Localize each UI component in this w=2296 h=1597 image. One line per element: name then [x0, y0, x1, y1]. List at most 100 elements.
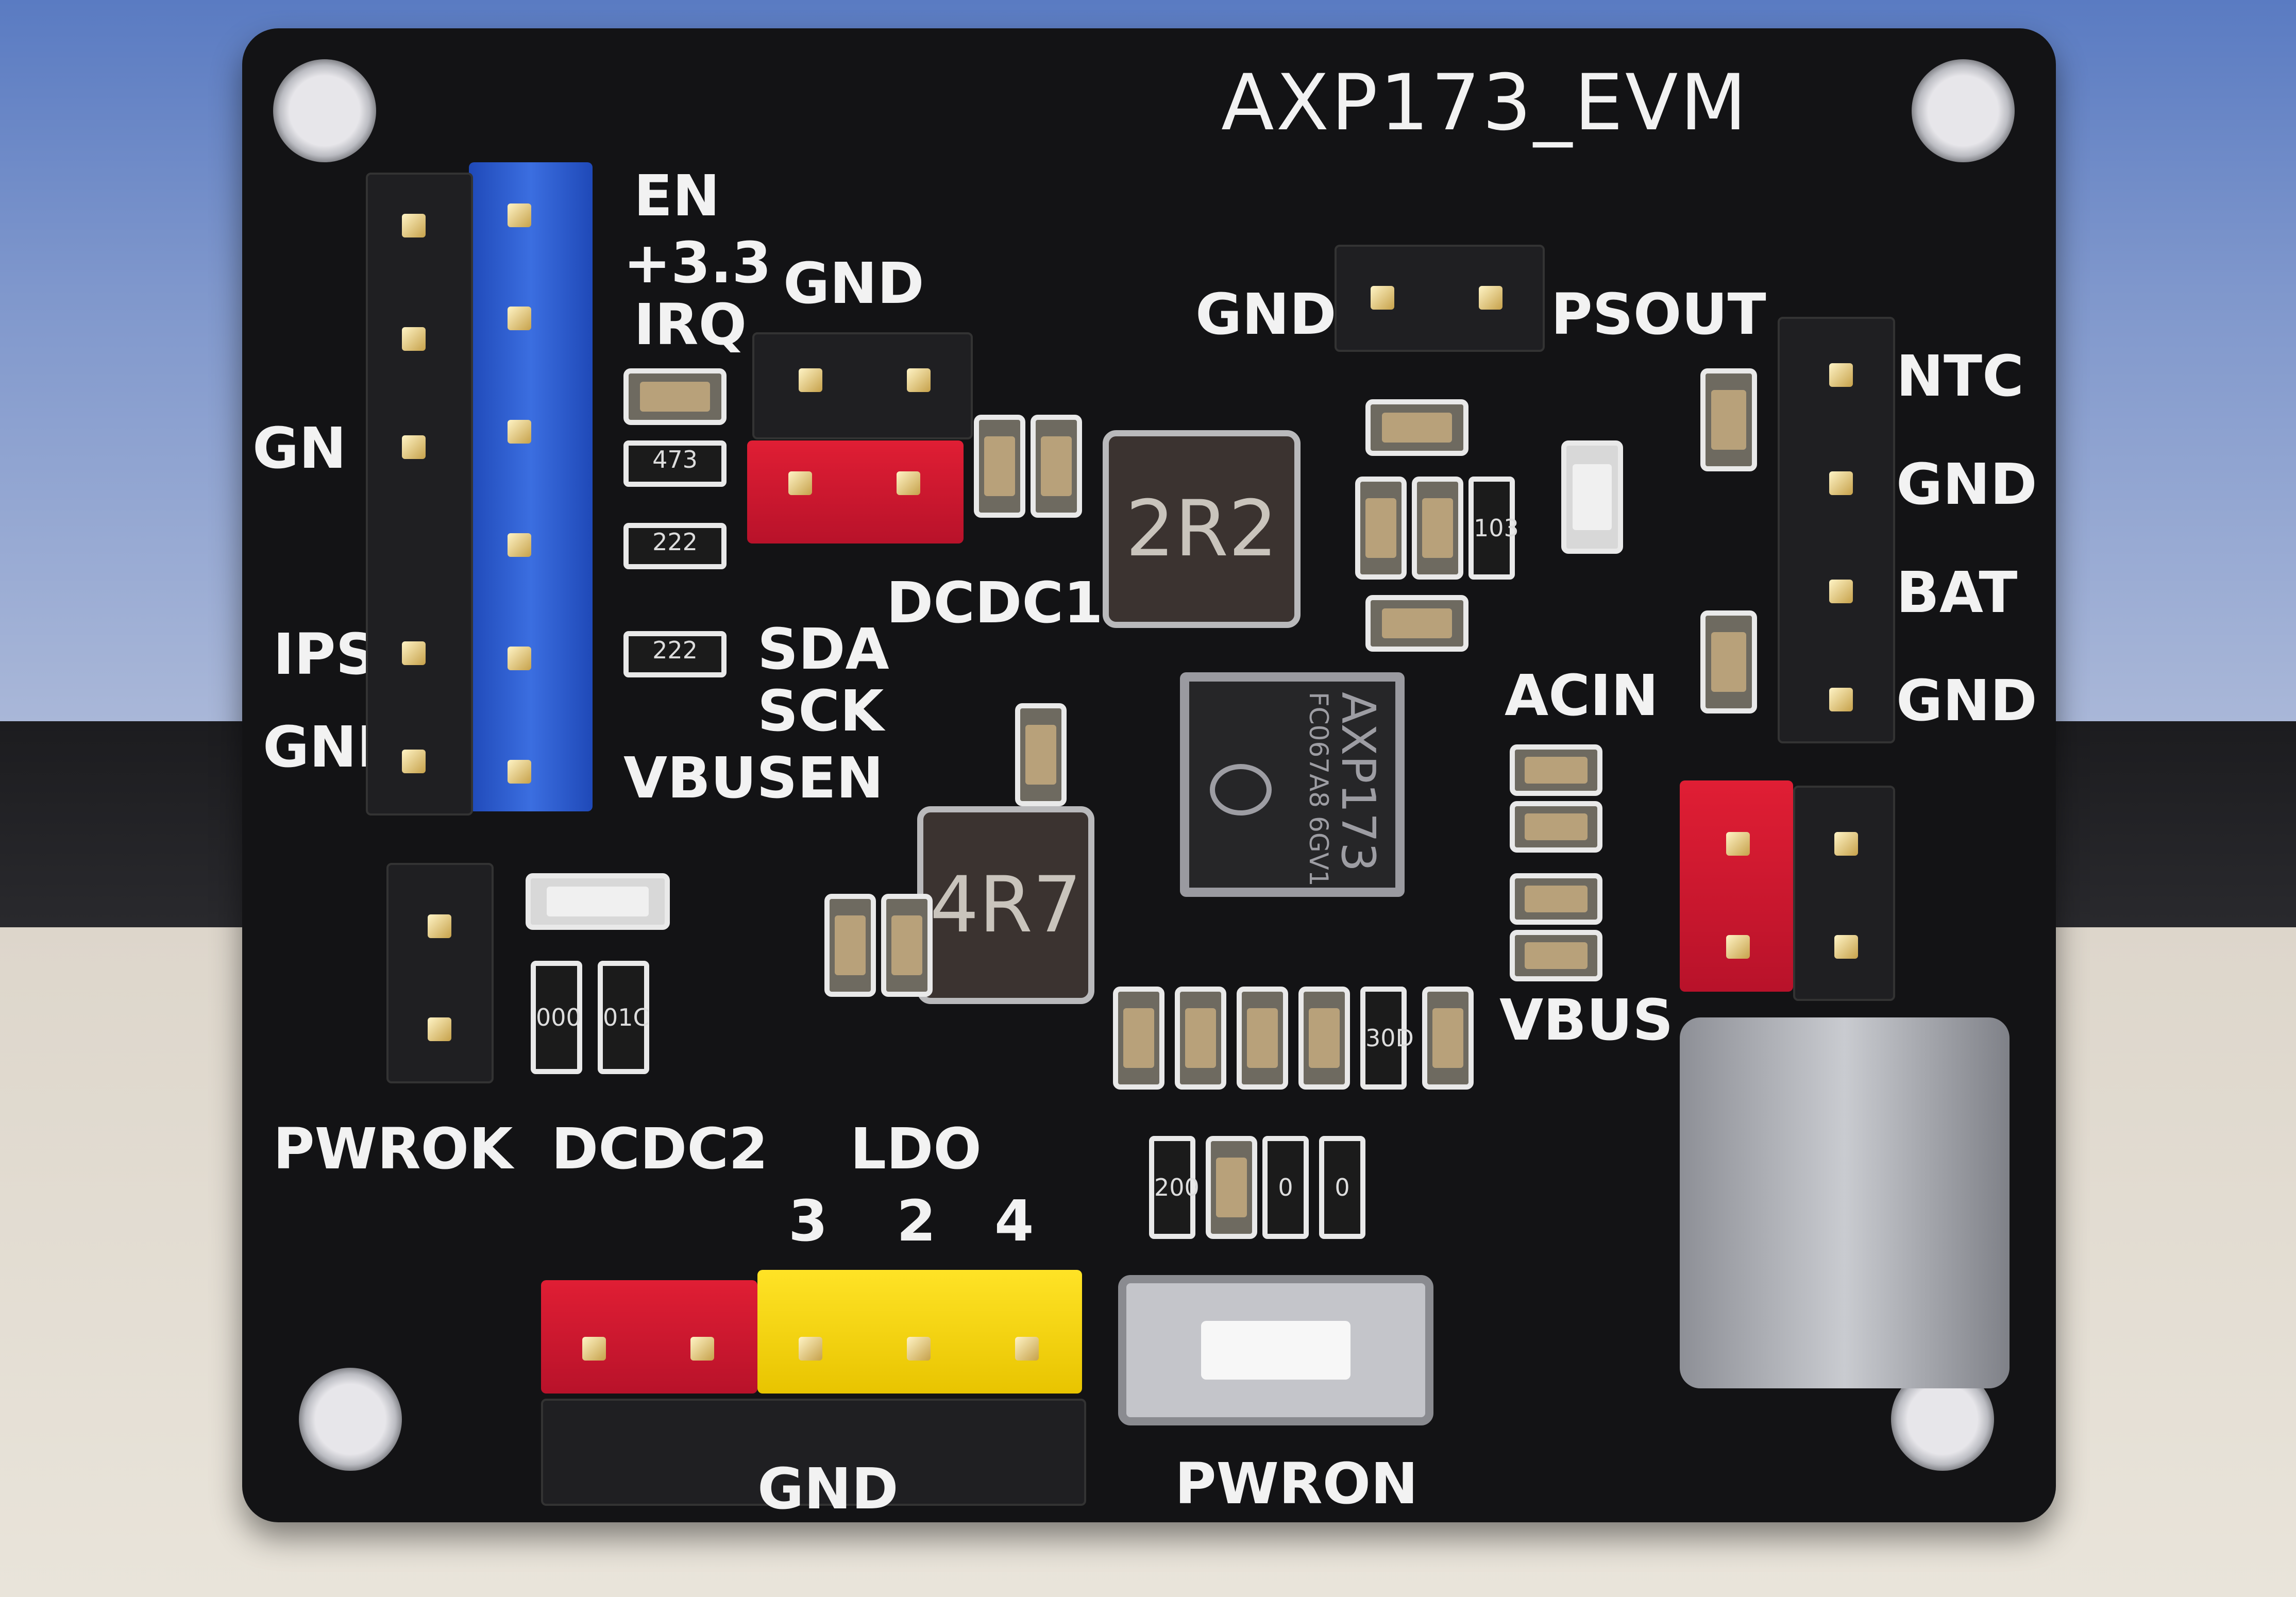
- pwron-button[interactable]: [1118, 1275, 1433, 1425]
- resistor: 473: [623, 440, 727, 487]
- label-vbus: VBUS: [1499, 987, 1674, 1053]
- resistor: 01C: [598, 961, 650, 1074]
- chip-name: AXP173: [1331, 692, 1385, 872]
- inductor-2r2: 2R2: [1103, 430, 1301, 628]
- black-pin-header-left: [366, 173, 473, 816]
- header-pin: [907, 368, 931, 392]
- label-dcdc1: DCDC1: [886, 570, 1103, 636]
- header-pin: [1015, 1337, 1039, 1361]
- dcdc1-jumper: [747, 440, 964, 543]
- acin-jumper: [1680, 780, 1793, 992]
- capacitor: [1365, 399, 1468, 456]
- header-pin: [1726, 935, 1750, 959]
- label-acin: ACIN: [1505, 662, 1659, 728]
- header-pin: [1479, 286, 1502, 310]
- header-pin: [907, 1337, 931, 1361]
- header-pin: [788, 471, 812, 495]
- label-gnd-top: GND: [783, 250, 924, 316]
- header-pin: [508, 203, 531, 227]
- mounting-hole-top-left: [273, 59, 376, 162]
- label-ldo-4: 4: [994, 1188, 1034, 1254]
- label-pwron: PWRON: [1175, 1451, 1419, 1517]
- header-pin: [428, 1017, 451, 1041]
- header-pin: [690, 1337, 714, 1361]
- label-dcdc2: DCDC2: [551, 1116, 768, 1182]
- battery-pin-header: [1778, 317, 1895, 743]
- resistor: 222: [623, 523, 727, 569]
- capacitor: [1113, 987, 1164, 1090]
- label-ntc: NTC: [1896, 343, 2024, 409]
- capacitor: [1298, 987, 1350, 1090]
- label-ldo-3: 3: [788, 1188, 828, 1254]
- resistor: 000: [531, 961, 582, 1074]
- header-pin: [508, 533, 531, 557]
- label-en: EN: [634, 163, 720, 229]
- label-3v3: +3.3: [623, 230, 772, 296]
- label-gnd-bottom: GND: [757, 1456, 899, 1522]
- blue-pin-header: [469, 162, 593, 811]
- header-pin: [1829, 688, 1853, 711]
- chip-code: FC067A8 6GV1: [1304, 692, 1333, 887]
- capacitor: [1412, 477, 1463, 580]
- header-pin: [402, 327, 426, 351]
- capacitor: [1510, 930, 1602, 981]
- capacitor: [974, 415, 1025, 518]
- header-pin: [1726, 832, 1750, 856]
- header-pin: [428, 914, 451, 938]
- capacitor: [1700, 368, 1757, 471]
- header-pin: [402, 641, 426, 665]
- header-pin: [799, 368, 822, 392]
- label-psout: PSOUT: [1551, 281, 1766, 347]
- header-pin: [1829, 363, 1853, 387]
- header-pin: [508, 420, 531, 444]
- capacitor: [1365, 595, 1468, 652]
- dcdc2-jumper: [541, 1280, 757, 1394]
- label-gnd-right-2: GND: [1896, 668, 2037, 734]
- header-pin: [508, 760, 531, 784]
- capacitor: [1175, 987, 1226, 1090]
- capacitor: [1510, 801, 1602, 853]
- capacitor: [1510, 873, 1602, 925]
- capacitor: [881, 894, 933, 997]
- button-face: [1201, 1320, 1350, 1380]
- capacitor: [1031, 415, 1082, 518]
- label-ldo-2: 2: [897, 1188, 936, 1254]
- header-pin: [508, 647, 531, 670]
- label-ips: IPS: [273, 621, 377, 687]
- header-pin: [897, 471, 920, 495]
- label-gnd-right-1: GND: [1896, 451, 2037, 517]
- gnd-pin-header: [752, 332, 973, 439]
- resistor: 200: [1149, 1136, 1200, 1239]
- psout-pin-header: [1335, 245, 1545, 352]
- label-vbusen: VBUSEN: [623, 745, 884, 811]
- header-pin: [402, 750, 426, 773]
- capacitor: [1422, 987, 1474, 1090]
- capacitor: [1700, 610, 1757, 713]
- header-pin: [508, 307, 531, 330]
- pwrok-pin-header: [386, 863, 494, 1083]
- usb-c-connector: [1680, 1017, 2010, 1388]
- mounting-hole-top-right: [1912, 59, 2015, 162]
- header-pin: [1834, 935, 1858, 959]
- resistor: 222: [623, 631, 727, 677]
- capacitor: [623, 368, 727, 425]
- label-gn: GN: [252, 415, 347, 481]
- axp173-chip: AXP173 FC067A8 6GV1: [1180, 672, 1405, 897]
- resistor: 0: [1262, 1136, 1309, 1239]
- label-sda: SDA: [757, 616, 889, 682]
- capacitor: [1206, 1136, 1257, 1239]
- label-bat: BAT: [1896, 559, 2018, 625]
- mounting-hole-bottom-left: [299, 1368, 402, 1471]
- capacitor: [1510, 744, 1602, 796]
- acin-pin-header: [1793, 786, 1895, 1001]
- resistor: 30D: [1360, 987, 1414, 1090]
- resistor: 103: [1468, 477, 1519, 580]
- ldo-jumper: [757, 1270, 1082, 1394]
- label-irq: IRQ: [634, 292, 747, 358]
- bottom-pin-header: [541, 1399, 1086, 1506]
- capacitor: [1355, 477, 1407, 580]
- board-title: AXP173_EVM: [1221, 58, 1749, 148]
- led: [526, 873, 670, 930]
- header-pin: [402, 214, 426, 237]
